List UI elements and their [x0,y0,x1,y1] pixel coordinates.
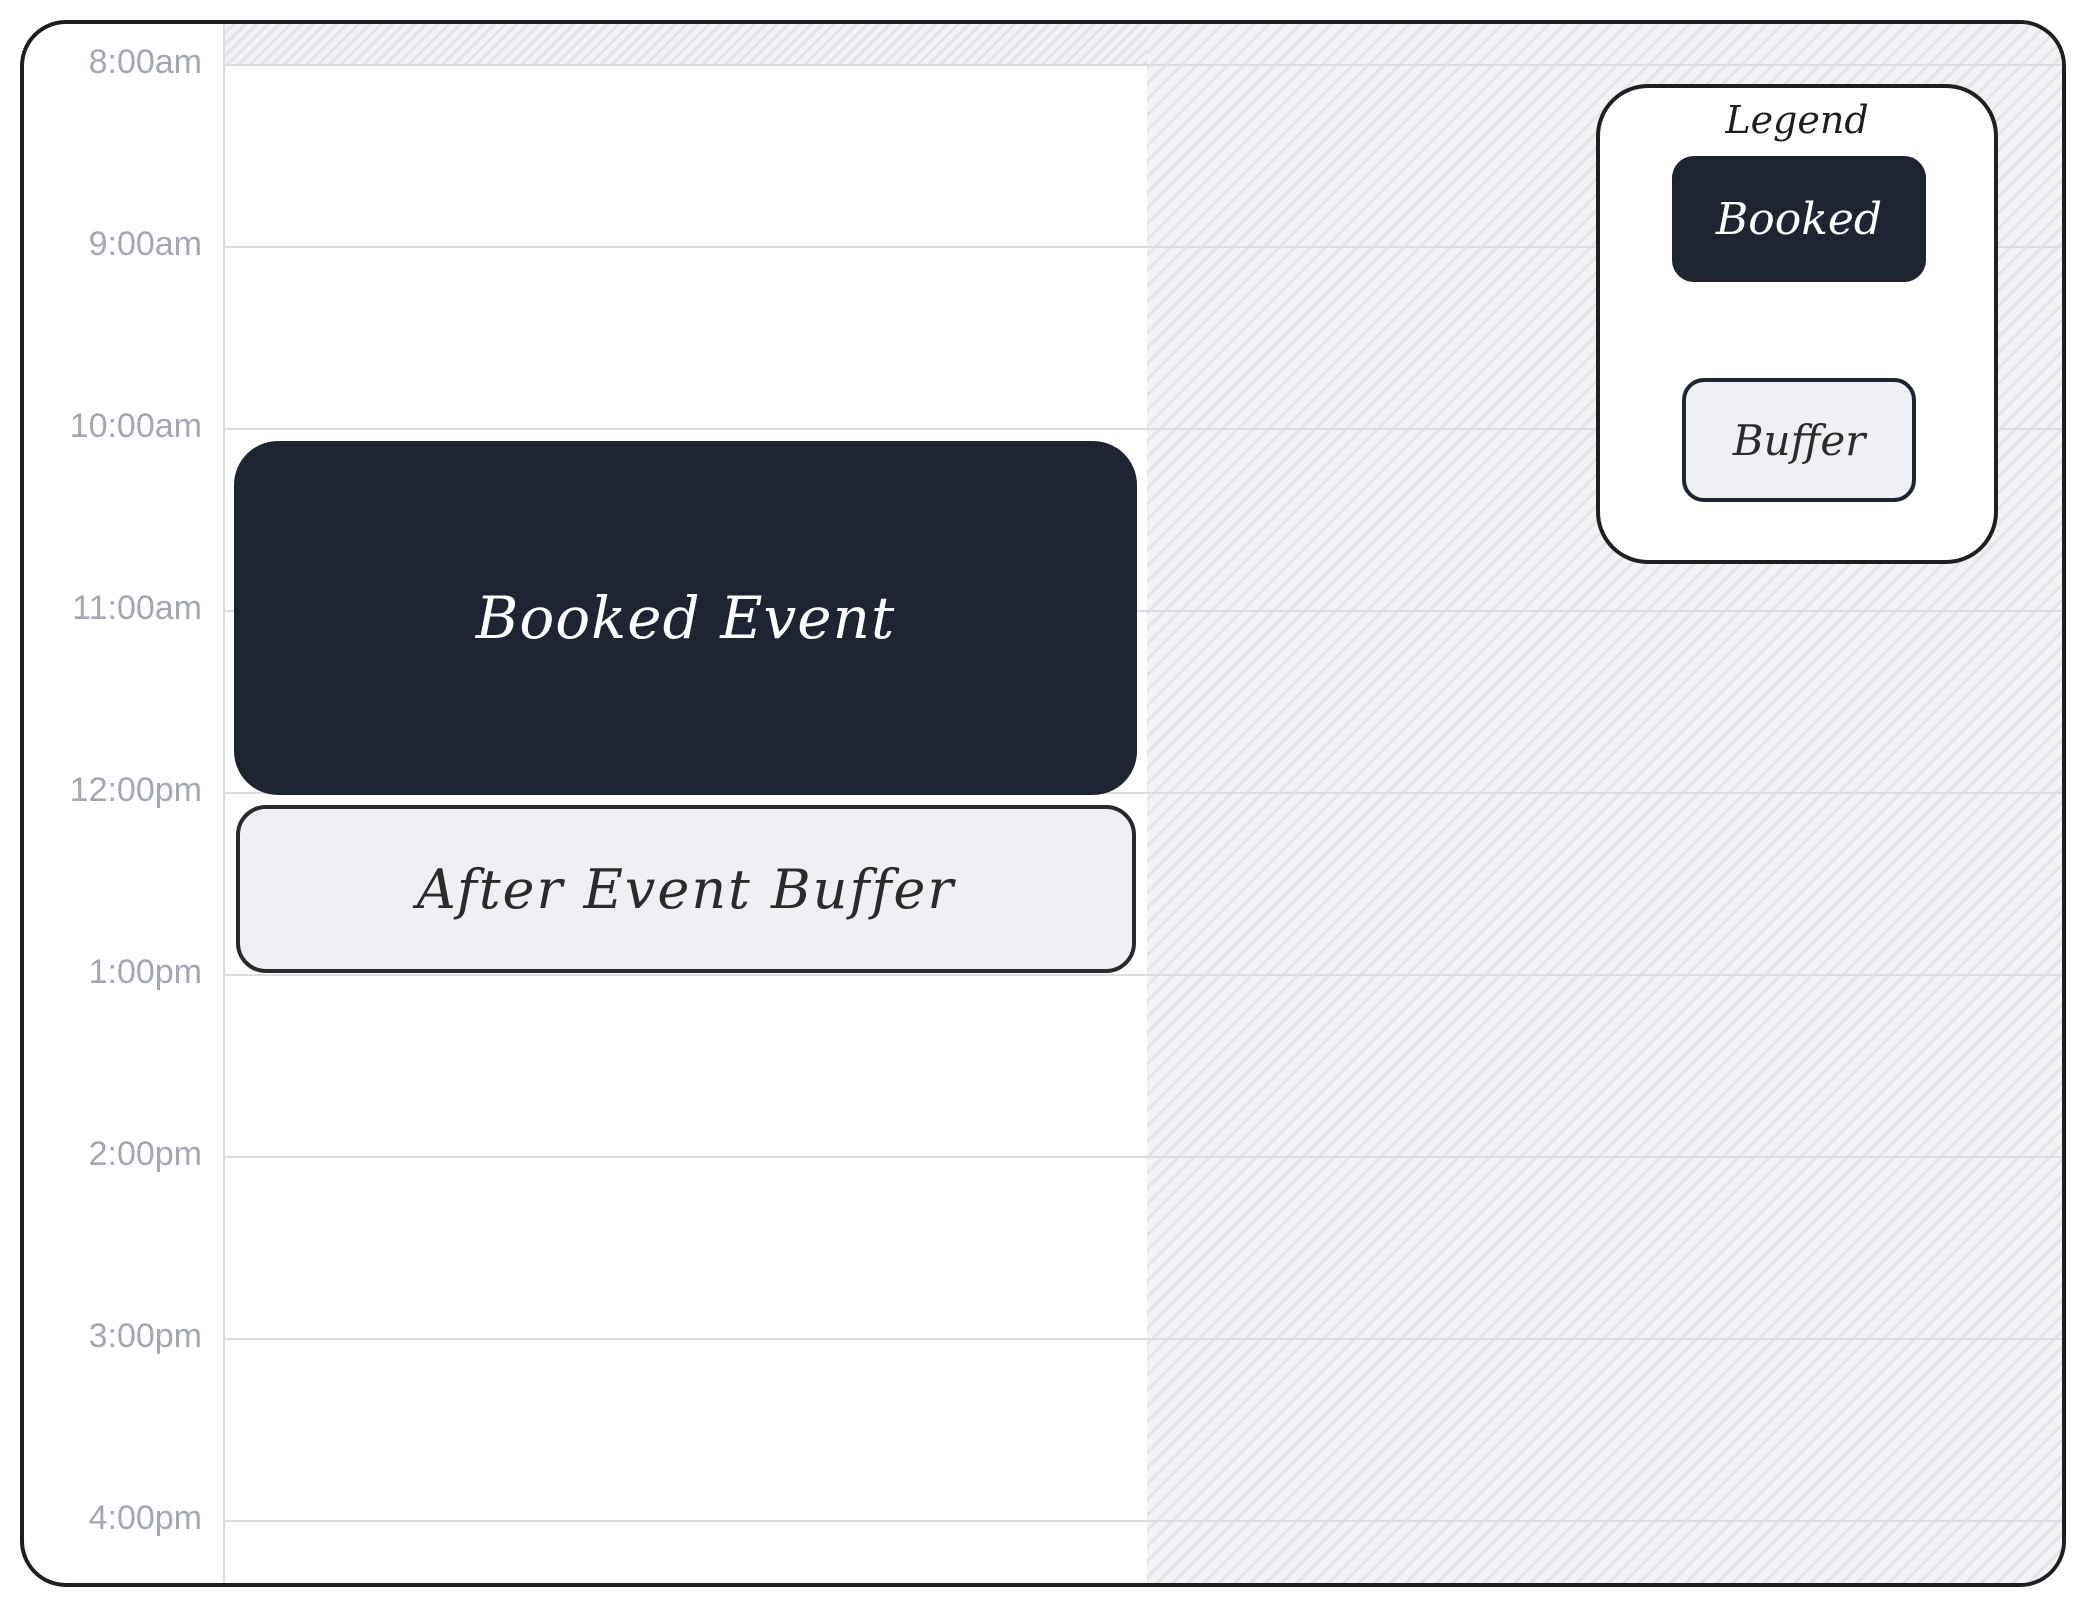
hour-gridline [223,246,2062,248]
legend: Legend Booked Buffer [1596,84,1998,564]
booked-event[interactable]: Booked Event [234,441,1137,795]
schedule-column-available [223,24,1149,1583]
time-label: 4:00pm [88,1499,202,1537]
hour-gridline [223,792,2062,794]
time-label: 3:00pm [88,1317,202,1355]
legend-booked-swatch: Booked [1672,156,1926,282]
time-label: 9:00am [88,225,202,263]
hour-gridline [223,1156,2062,1158]
time-label: 10:00am [69,407,202,445]
time-label: 2:00pm [88,1135,202,1173]
after-event-buffer[interactable]: After Event Buffer [236,805,1136,973]
buffer-event-label: After Event Buffer [416,857,956,921]
time-label: 12:00pm [69,771,202,809]
legend-booked-label: Booked [1715,193,1883,245]
hour-gridline [223,1520,2062,1522]
legend-buffer-swatch: Buffer [1682,378,1916,502]
hour-gridline [223,64,2062,66]
legend-title: Legend [1725,98,1869,142]
hour-gridline [223,610,2062,612]
time-label: 1:00pm [88,953,202,991]
time-label: 11:00am [72,589,202,627]
time-label: 8:00am [88,43,202,81]
booked-event-label: Booked Event [475,584,896,652]
hour-gridline [223,974,2062,976]
calendar-frame: 8:00am 9:00am 10:00am 11:00am 12:00pm 1:00pm 2… [20,20,2066,1587]
legend-buffer-label: Buffer [1732,415,1866,465]
hour-gridline [223,428,2062,430]
unavailable-hatch-top [225,24,1147,64]
hour-gridline [223,1338,2062,1340]
